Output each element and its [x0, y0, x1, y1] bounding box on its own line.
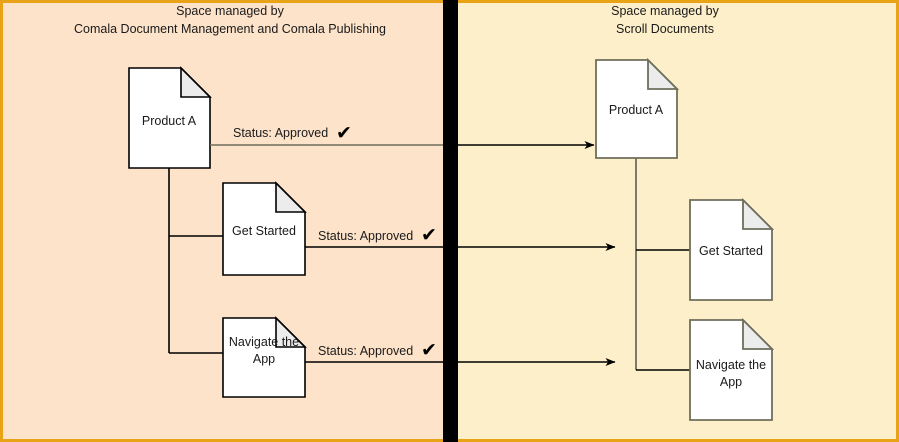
check-mark-icon: ✔ [421, 339, 437, 361]
edge-label-navigate-app: Status: Approved [318, 344, 413, 358]
right-navigate-app-label-line1: Navigate the [696, 358, 766, 372]
left-panel-title-line2: Comala Document Management and Comala Pu… [74, 22, 386, 36]
page-fold-icon [742, 197, 775, 230]
left-product-a-node[interactable]: Product A [128, 66, 212, 169]
space-boundary-divider [443, 0, 458, 442]
right-get-started-label: Get Started [699, 244, 763, 258]
page-fold-icon [275, 181, 307, 213]
right-product-a-label: Product A [609, 103, 664, 117]
right-tree-branches [636, 249, 690, 371]
left-tree-connectors [168, 168, 223, 354]
left-navigate-app-label-line1: Navigate the [229, 335, 299, 349]
left-navigate-app-label-line2: App [253, 352, 275, 366]
edge-label-product-a: Status: Approved [233, 126, 328, 140]
right-navigate-app-label-line2: App [720, 375, 742, 389]
right-panel-title-line1: Space managed by [611, 4, 719, 18]
page-fold-icon [275, 316, 307, 348]
edge-label-get-started: Status: Approved [318, 229, 413, 243]
check-mark-icon: ✔ [336, 122, 352, 144]
left-panel-title-line1: Space managed by [176, 4, 284, 18]
page-fold-icon [647, 57, 680, 90]
left-product-a-label: Product A [142, 114, 197, 128]
left-get-started-label: Get Started [232, 224, 296, 238]
page-fold-icon [180, 66, 212, 98]
right-panel-title-line2: Scroll Documents [616, 22, 714, 36]
right-get-started-node[interactable]: Get Started [689, 197, 775, 301]
right-navigate-app-node[interactable]: Navigate the App [689, 317, 775, 421]
check-mark-icon: ✔ [421, 224, 437, 246]
right-panel-background [452, 0, 899, 442]
left-navigate-app-node[interactable]: Navigate the App [222, 316, 307, 398]
left-get-started-node[interactable]: Get Started [222, 181, 307, 276]
page-fold-icon [742, 317, 775, 350]
right-product-a-node[interactable]: Product A [595, 57, 680, 159]
